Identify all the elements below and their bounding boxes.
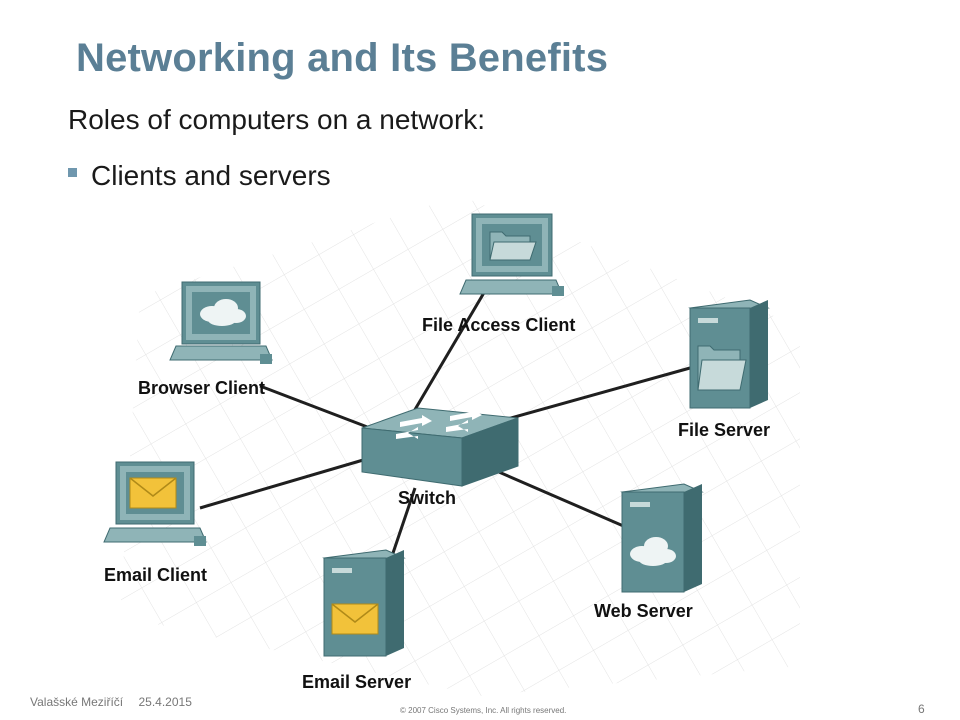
email-client-device: [103, 461, 207, 546]
envelope-icon: [331, 603, 379, 635]
footer-location: Valašské Meziříčí: [30, 695, 124, 709]
footer-copyright: © 2007 Cisco Systems, Inc. All rights re…: [400, 706, 567, 715]
label-email-server: Email Server: [302, 672, 411, 692]
label-email-client: Email Client: [104, 565, 207, 585]
browser-client-device: [169, 281, 273, 364]
link-file-server: [499, 366, 691, 423]
links: [199, 290, 691, 557]
folder-icon: [489, 231, 537, 261]
footer-date: 25.4.2015: [138, 695, 192, 709]
square-bullet-icon: [68, 167, 77, 177]
link-file-access-client: [408, 290, 487, 419]
label-browser-client: Browser Client: [138, 378, 265, 398]
label-file-server: File Server: [678, 420, 770, 440]
email-server-device: [322, 549, 406, 657]
label-file-access-client: File Access Client: [422, 315, 575, 335]
network-diagram: Switch File Access Client Browser Client: [103, 196, 800, 696]
slide-title: Networking and Its Benefits: [76, 36, 609, 80]
page-number: 6: [918, 702, 925, 716]
file-server-device: [688, 299, 770, 409]
envelope-icon: [129, 477, 177, 509]
switch-device: [361, 407, 519, 487]
link-browser-client: [259, 384, 371, 430]
switch-arrows-icon: [396, 409, 482, 439]
cloud-icon: [200, 299, 246, 326]
cloud-icon: [630, 537, 676, 566]
file-access-client-device: [459, 213, 564, 296]
bullet-text: Clients and servers: [91, 160, 331, 191]
bullet-item: Clients and servers: [68, 160, 331, 192]
web-server-device: [620, 483, 704, 593]
link-email-server: [390, 487, 417, 557]
folder-icon: [697, 345, 747, 391]
label-switch: Switch: [398, 488, 456, 508]
link-email-client: [199, 456, 371, 510]
link-web-server: [484, 464, 629, 530]
slide-subtitle: Roles of computers on a network:: [68, 104, 486, 135]
footer-meta: Valašské Meziříčí 25.4.2015: [30, 695, 204, 709]
label-web-server: Web Server: [594, 601, 693, 621]
